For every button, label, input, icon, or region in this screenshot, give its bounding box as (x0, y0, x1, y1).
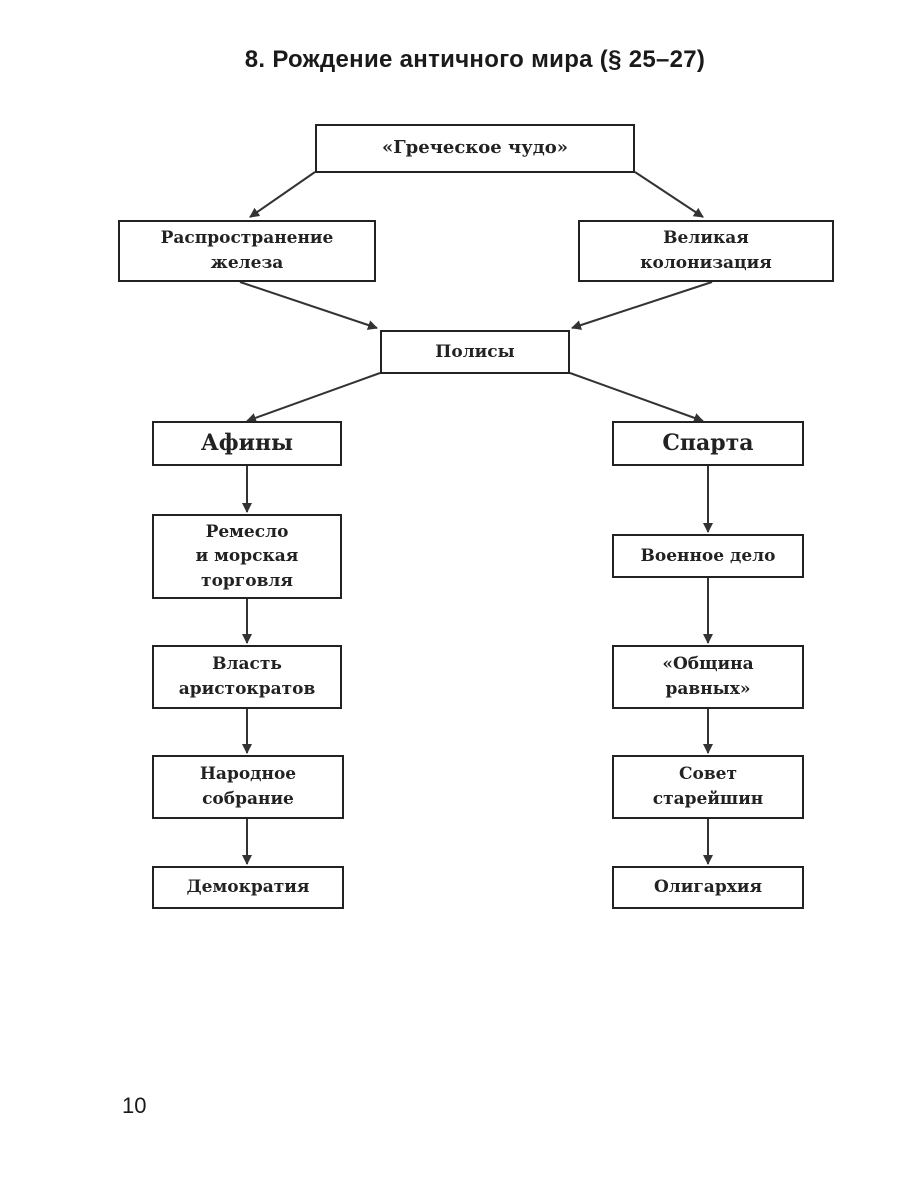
community-of-equals-box: «Община равных» (612, 645, 804, 709)
arrow-colonization-to-polis (571, 281, 713, 330)
arrow-miracle-to-iron (249, 171, 316, 218)
great-colonization-box: Великая колонизация (578, 220, 834, 282)
oligarchy-box: Олигархия (612, 866, 804, 909)
democracy-box: Демократия (152, 866, 344, 909)
page-number: 10 (122, 1093, 147, 1118)
athens-box: Афины (152, 421, 342, 466)
aristocrats-power-box: Власть аристократов (152, 645, 342, 709)
iron-spread-box: Распространение железа (118, 220, 376, 282)
arrow-polis-to-athens (246, 372, 381, 423)
arrow-polis-to-sparta (569, 372, 704, 423)
greek-miracle-box: «Греческое чудо» (315, 124, 635, 173)
elders-council-box: Совет старейшин (612, 755, 804, 819)
craft-trade-box: Ремесло и морская торговля (152, 514, 342, 599)
people-assembly-box: Народное собрание (152, 755, 344, 819)
arrow-miracle-to-colonization (634, 171, 704, 218)
page-title: 8. Рождение античного мира (§ 25–27) (244, 46, 706, 73)
polis-box: Полисы (380, 330, 570, 374)
arrow-iron-to-polis (239, 281, 378, 330)
sparta-box: Спарта (612, 421, 804, 466)
military-affairs-box: Военное дело (612, 534, 804, 578)
